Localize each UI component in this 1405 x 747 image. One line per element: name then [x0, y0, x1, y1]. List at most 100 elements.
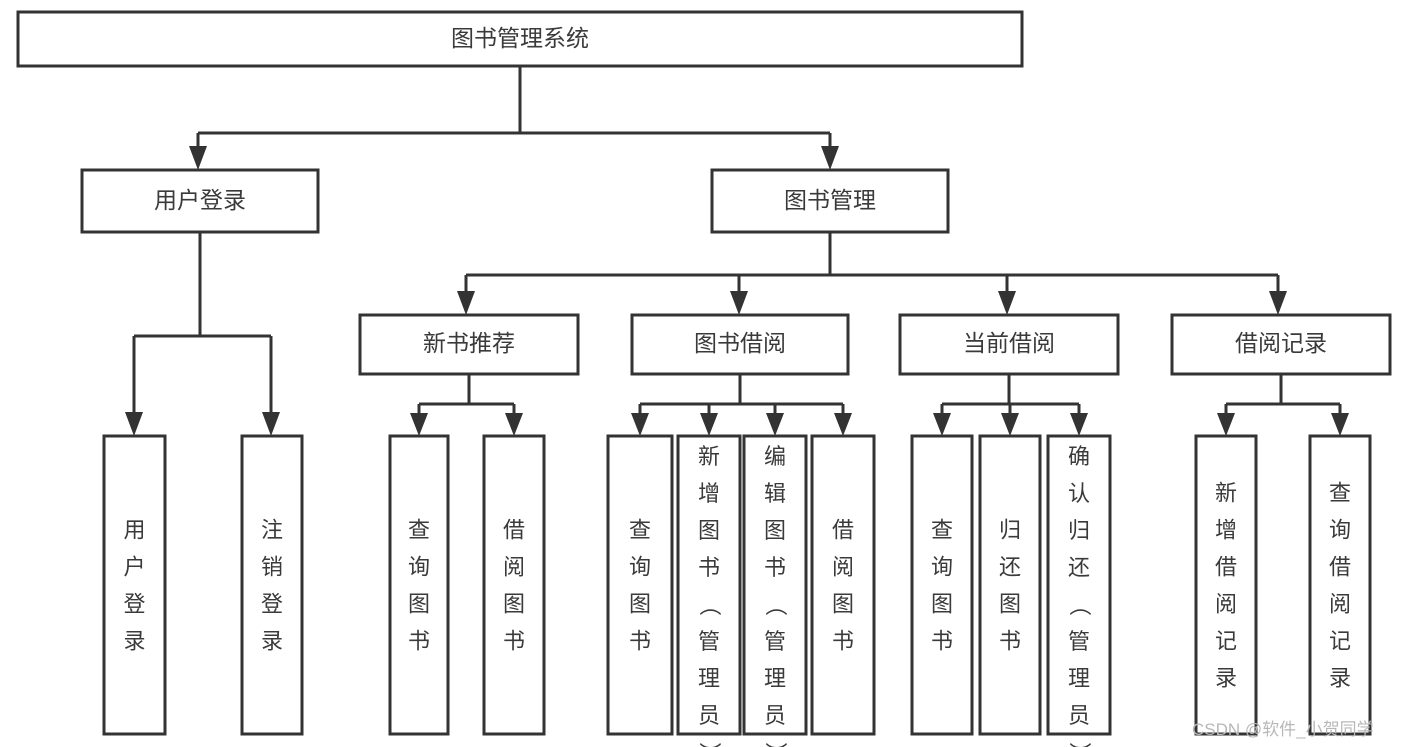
leaf-query-record-glyph: 询	[1329, 518, 1351, 543]
leaf-query-record-glyph: 借	[1329, 555, 1351, 580]
leaf-confirm-return-glyph: 员	[1068, 703, 1090, 728]
arrow-head-leaf-logout	[262, 412, 280, 436]
leaf-confirm-return-glyph: 管	[1068, 629, 1090, 654]
leaf-borrow-book-glyph: 阅	[832, 555, 854, 580]
leaf-add-record-glyph: 增	[1215, 518, 1237, 543]
leaf-query-book-bor-glyph: 图	[629, 592, 651, 617]
node-user-login-box[interactable]	[80, 168, 320, 234]
arrow-head-leaf-borrow-book	[834, 413, 852, 436]
node-current-borrow[interactable]: 当前借阅	[898, 313, 1120, 376]
node-book-manage[interactable]: 图书管理	[710, 168, 950, 234]
arrow-head-leaf-query-book-bor	[631, 413, 649, 436]
node-book-borrow[interactable]: 图书借阅	[630, 313, 850, 376]
arrow-head-new-book-rec	[457, 291, 475, 315]
node-borrow-record-box[interactable]	[1170, 313, 1392, 376]
leaf-query-book-bor-box[interactable]	[606, 434, 674, 736]
leaf-add-book-glyph: 新	[698, 444, 720, 469]
leaf-user-login-label: 用户登录	[123, 518, 145, 654]
leaf-add-book-glyph: 书	[698, 555, 720, 580]
leaf-query-record-glyph: 阅	[1329, 592, 1351, 617]
leaf-borrow-book-rec-glyph: 阅	[503, 555, 525, 580]
node-root[interactable]: 图书管理系统	[16, 10, 1024, 68]
leaf-add-book-glyph: 理	[698, 666, 720, 691]
leaf-confirm-return-glyph: 理	[1068, 666, 1090, 691]
leaf-user-login-box[interactable]	[102, 434, 167, 736]
leaf-add-book-glyph: ）	[697, 742, 722, 747]
leaf-add-book-glyph: 图	[698, 518, 720, 543]
node-new-book-rec-box[interactable]	[358, 313, 580, 376]
leaf-confirm-return-glyph: 归	[1068, 518, 1090, 543]
node-book-borrow-label: 图书借阅	[694, 330, 786, 356]
node-current-borrow-box[interactable]	[898, 313, 1120, 376]
leaf-query-book-bor-glyph: 询	[629, 555, 651, 580]
leaf-add-record-box[interactable]	[1194, 434, 1258, 736]
leaf-query-book-bor-glyph: 书	[629, 629, 651, 654]
node-new-book-rec[interactable]: 新书推荐	[358, 313, 580, 376]
csdn-watermark: CSDN @软件_小贺同学	[1192, 720, 1374, 739]
leaf-query-book-rec-box[interactable]	[388, 434, 450, 736]
leaf-add-record-glyph: 借	[1215, 555, 1237, 580]
leaf-add-record-glyph: 录	[1215, 666, 1237, 691]
leaf-borrow-book-rec-box[interactable]	[482, 434, 546, 736]
node-borrow-record-label: 借阅记录	[1235, 330, 1327, 356]
leaf-logout-glyph: 录	[261, 629, 283, 654]
leaf-confirm-return-box[interactable]	[1046, 434, 1112, 736]
leaf-add-book-glyph: 员	[698, 703, 720, 728]
leaf-confirm-return-glyph: 认	[1068, 481, 1090, 506]
leaf-edit-book-glyph: （	[763, 594, 788, 616]
arrow-head-leaf-confirm-return	[1070, 413, 1088, 436]
leaf-add-record-glyph: 记	[1215, 629, 1237, 654]
arrow-head-leaf-return-book	[1001, 413, 1019, 436]
arrow-head-leaf-query-book-rec	[410, 413, 428, 436]
node-borrow-record[interactable]: 借阅记录	[1170, 313, 1392, 376]
leaf-query-book-cur-box[interactable]	[910, 434, 974, 736]
node-current-borrow-label: 当前借阅	[963, 330, 1055, 356]
leaf-query-book-cur-glyph: 图	[931, 592, 953, 617]
leaf-query-book-rec-glyph: 询	[408, 555, 430, 580]
leaf-edit-book-glyph: 书	[764, 555, 786, 580]
node-user-login[interactable]: 用户登录	[80, 168, 320, 234]
arrow-head-book-borrow	[730, 291, 748, 315]
leaf-add-book-box[interactable]	[676, 434, 742, 736]
leaf-edit-book-glyph: 理	[764, 666, 786, 691]
leaf-return-book-glyph: 还	[999, 555, 1021, 580]
node-new-book-rec-label: 新书推荐	[423, 330, 515, 356]
leaf-query-book-rec-glyph: 查	[408, 518, 430, 543]
leaf-borrow-book-glyph: 借	[832, 518, 854, 543]
leaf-query-record-box[interactable]	[1308, 434, 1372, 736]
node-book-borrow-box[interactable]	[630, 313, 850, 376]
leaf-logout-box[interactable]	[240, 434, 304, 736]
arrow-head-leaf-query-book-cur	[933, 413, 951, 436]
leaf-query-book-cur-glyph: 查	[931, 518, 953, 543]
arrow-head-current-borrow	[998, 291, 1016, 315]
leaf-return-book-glyph: 图	[999, 592, 1021, 617]
leaf-user-login-glyph: 登	[123, 592, 145, 617]
leaf-query-book-cur-glyph: 书	[931, 629, 953, 654]
leaf-add-book-glyph: （	[697, 594, 722, 616]
leaf-borrow-book-box[interactable]	[810, 434, 876, 736]
leaf-edit-book-glyph: 编	[764, 444, 786, 469]
leaf-confirm-return-glyph: ）	[1067, 742, 1092, 747]
node-book-manage-box[interactable]	[710, 168, 950, 234]
leaf-borrow-book-glyph: 书	[832, 629, 854, 654]
leaf-return-book-box[interactable]	[978, 434, 1042, 736]
leaf-borrow-book-rec-glyph: 书	[503, 629, 525, 654]
leaf-query-book-cur-glyph: 询	[931, 555, 953, 580]
leaf-edit-book-glyph: 管	[764, 629, 786, 654]
leaf-query-book-rec-glyph: 书	[408, 629, 430, 654]
node-root-label: 图书管理系统	[451, 25, 589, 51]
node-root-box[interactable]	[16, 10, 1024, 68]
leaf-add-book-glyph: 增	[698, 481, 720, 506]
leaf-edit-book-box[interactable]	[742, 434, 808, 736]
leaf-borrow-book-glyph: 图	[832, 592, 854, 617]
arrow-head-leaf-add-record	[1217, 413, 1235, 436]
